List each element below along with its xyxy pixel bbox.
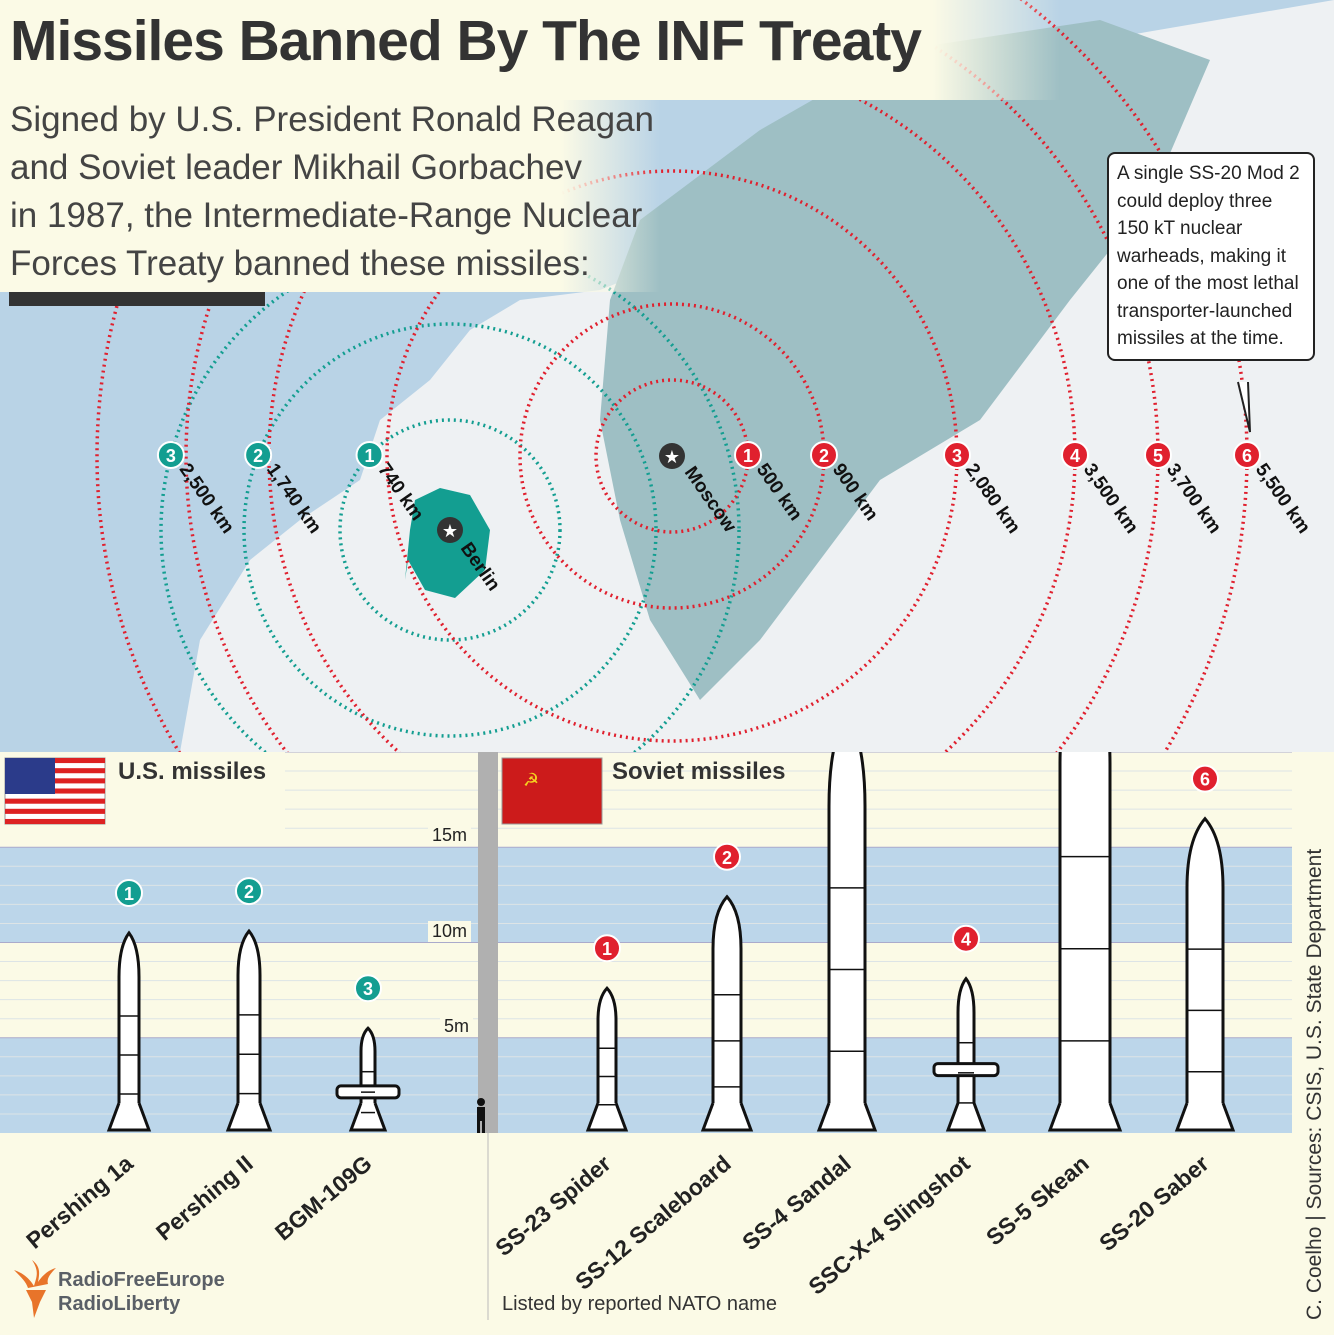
us-flag-icon — [4, 757, 106, 825]
ss20-callout: A single SS-20 Mod 2 could deploy three … — [1107, 152, 1315, 361]
svg-text:6: 6 — [1200, 770, 1210, 790]
svg-text:6: 6 — [1242, 446, 1252, 466]
russia-land — [600, 20, 1210, 700]
us-range-badge: 1 — [355, 441, 384, 469]
missile-badge: 1 — [593, 934, 621, 963]
subtitle-line: in 1987, the Intermediate-Range Nuclear — [10, 196, 643, 235]
missile-pershing-ii — [225, 928, 273, 1132]
soviet-range-badge: 3 — [943, 441, 971, 469]
svg-text:4: 4 — [961, 930, 971, 950]
svg-text:2: 2 — [244, 882, 254, 902]
soviet-missiles-heading: Soviet missiles — [612, 758, 786, 785]
svg-text:1: 1 — [365, 446, 375, 466]
us-range-circle — [338, 418, 562, 642]
rferl-torch-logo — [14, 1260, 56, 1318]
us-range-circle — [159, 239, 741, 752]
missile-badge: 4 — [952, 924, 980, 953]
soviet-range-badge: 4 — [1061, 441, 1089, 469]
svg-text:★: ★ — [442, 521, 458, 542]
person-icon — [477, 1098, 485, 1133]
subtitle-line: Forces Treaty banned these missiles: — [10, 244, 590, 283]
missile-bgm-109g — [335, 1026, 401, 1132]
missile-ss-12-scaleboard — [700, 894, 754, 1132]
logo-line: RadioLiberty — [58, 1293, 181, 1315]
missile-ss-23-spider — [585, 986, 629, 1132]
soviet-range-badge: 2 — [810, 441, 838, 469]
germany — [405, 488, 490, 598]
missile-badge: 3 — [354, 974, 382, 1003]
svg-text:4: 4 — [1070, 446, 1080, 466]
missile-ss-20-saber — [1174, 816, 1236, 1132]
svg-text:3: 3 — [952, 446, 962, 466]
us-missiles-heading: U.S. missiles — [118, 758, 267, 785]
svg-text:3: 3 — [363, 979, 373, 999]
missile-badge: 2 — [713, 842, 741, 871]
logo-line: RadioFreeEurope — [58, 1269, 225, 1291]
svg-text:2: 2 — [253, 446, 263, 466]
subtitle: Signed by U.S. President Ronald Reagan a… — [10, 96, 654, 288]
missile-ss-4-sandal — [816, 752, 878, 1132]
scale-tick-10m: 10m — [428, 920, 472, 942]
svg-text:★: ★ — [664, 447, 680, 468]
sources-credit: C. Coelho | Sources: CSIS, U.S. State De… — [1303, 848, 1326, 1320]
svg-text:2: 2 — [819, 446, 829, 466]
missile-ssc-x-4-slingshot — [932, 976, 1000, 1132]
subtitle-background — [0, 100, 660, 292]
soviet-range-badge: 6 — [1233, 441, 1261, 469]
us-range-badge: 3 — [156, 441, 185, 469]
missile-pershing-1a — [106, 930, 152, 1132]
us-range-badge: 2 — [244, 441, 273, 469]
svg-text:5: 5 — [1153, 446, 1163, 466]
svg-text:3: 3 — [166, 446, 176, 466]
missile-badge: 1 — [115, 878, 143, 907]
missile-badge: 2 — [235, 877, 263, 906]
nato-name-note: Listed by reported NATO name — [502, 1293, 777, 1315]
soviet-flag-icon: ☭ — [501, 757, 603, 825]
svg-text:1: 1 — [124, 884, 134, 904]
missile-badge: 6 — [1191, 764, 1219, 793]
missile-height-chart: ☭ 123123456 — [0, 752, 1292, 1320]
soviet-range-badge: 1 — [734, 441, 762, 469]
scale-tick-5m: 5m — [440, 1015, 474, 1037]
svg-text:1: 1 — [743, 446, 753, 466]
soviet-range-badge: 5 — [1144, 441, 1172, 469]
svg-text:☭: ☭ — [523, 770, 539, 791]
svg-text:1: 1 — [602, 939, 612, 959]
page-title: Missiles Banned By The INF Treaty — [10, 9, 922, 73]
subtitle-line: and Soviet leader Mikhail Gorbachev — [10, 148, 582, 187]
us-range-circle — [242, 322, 658, 738]
svg-text:2: 2 — [722, 848, 732, 868]
scale-tick-15m: 15m — [428, 825, 472, 847]
title-background — [0, 0, 1060, 100]
callout-pointer — [1237, 381, 1251, 433]
missile-ss-5-skean — [1047, 752, 1123, 1132]
divider-bar — [9, 292, 265, 306]
subtitle-line: Signed by U.S. President Ronald Reagan — [10, 100, 655, 139]
